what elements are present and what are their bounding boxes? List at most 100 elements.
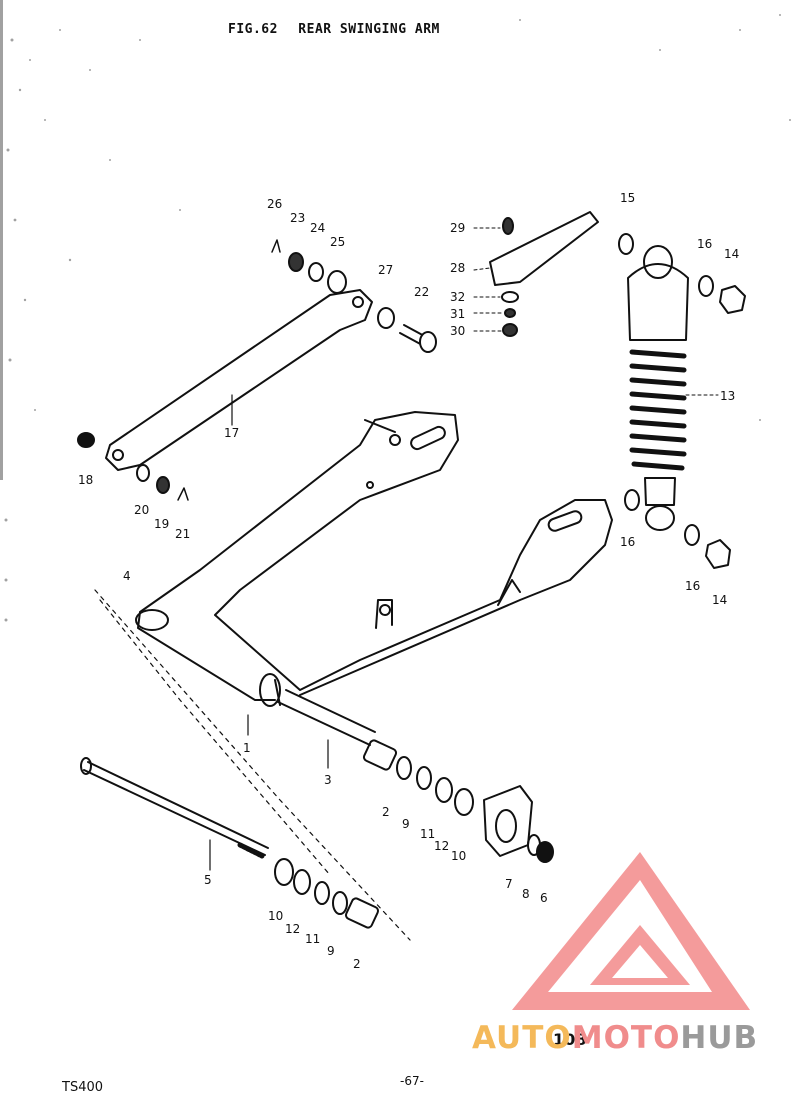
page-number: -67- (400, 1074, 424, 1088)
figure-name: REAR SWINGING ARM (298, 22, 440, 37)
bolt-upper (364, 419, 396, 433)
label-27: 27 (378, 263, 393, 277)
bracket-hole (379, 604, 391, 616)
pivot-tube-right (259, 673, 281, 707)
washer-9-upper (396, 756, 412, 780)
label-16-mid: 16 (620, 535, 635, 549)
washer-27 (377, 307, 395, 329)
watermark-logo (512, 852, 750, 1010)
cotter-pin-21 (177, 487, 189, 501)
bushing-11-lower (314, 881, 330, 905)
bushing-11-upper (416, 766, 432, 790)
torque-link-17 (105, 289, 373, 471)
bushing-2-lower (344, 897, 380, 929)
label-10-lower: 10 (268, 909, 283, 923)
label-2-lower: 2 (353, 957, 361, 971)
label-29: 29 (450, 221, 465, 235)
label-31: 31 (450, 307, 465, 321)
mount-hole-upper (389, 434, 401, 446)
brand-hub: HUB (680, 1020, 759, 1056)
label-21: 21 (175, 527, 190, 541)
mount-hole-mid (366, 481, 374, 489)
label-16-bottom: 16 (685, 579, 700, 593)
bolt-thread-5 (237, 842, 265, 859)
washer-16-bottom (684, 524, 700, 546)
label-16-top: 16 (697, 237, 712, 251)
bracket-28 (489, 211, 599, 286)
shock-top-eye (643, 245, 673, 279)
brand-auto: AUTO (472, 1020, 572, 1056)
washer-24 (308, 262, 324, 282)
washer-15 (618, 233, 634, 255)
axle-slot (547, 510, 583, 532)
watermark-brand-text: AUTOMOTOHUB (472, 1020, 758, 1056)
nut-6 (536, 841, 554, 863)
nut-30 (502, 323, 518, 337)
label-5: 5 (204, 873, 212, 887)
torque-link-hole-front (112, 449, 124, 461)
washer-12-upper (435, 777, 453, 803)
nut-14-top (719, 285, 746, 314)
washer-16-top (698, 275, 714, 297)
swinging-arm (137, 411, 613, 706)
book-page-number: 108 (553, 1030, 587, 1049)
brand-moto: MOTO (571, 1020, 681, 1056)
label-26: 26 (267, 197, 282, 211)
bracket (375, 599, 393, 629)
label-28: 28 (450, 261, 465, 275)
bolt-22-head (419, 331, 437, 353)
label-24: 24 (310, 221, 325, 235)
cotter-pin-26 (271, 239, 281, 253)
leader-28 (473, 267, 491, 271)
washer-32 (501, 291, 519, 303)
label-6: 6 (540, 891, 548, 905)
guide-line-left (94, 589, 411, 941)
guide-line-left-2 (99, 599, 331, 876)
scan-noise (0, 0, 791, 622)
washer-10-upper (454, 788, 474, 816)
pivot-bolt-5 (83, 761, 269, 856)
bolt-head-5 (80, 757, 92, 775)
washer-31 (504, 308, 516, 318)
washer-12-lower (293, 869, 311, 895)
shock-body (627, 263, 689, 341)
torque-link-hole-rear (352, 296, 364, 308)
swinging-arm-assembly (77, 211, 746, 941)
washer-25 (327, 270, 347, 294)
nut-19 (156, 476, 170, 494)
label-3: 3 (324, 773, 332, 787)
bolt-29 (502, 217, 514, 235)
label-13: 13 (720, 389, 735, 403)
label-18: 18 (78, 473, 93, 487)
label-12-upper: 12 (434, 839, 449, 853)
washer-10-lower (274, 858, 294, 886)
shock-bottom-eye (645, 505, 675, 531)
label-11-lower: 11 (305, 932, 320, 946)
label-20: 20 (134, 503, 149, 517)
label-23: 23 (290, 211, 305, 225)
bushing-2-upper (362, 739, 398, 771)
label-14-bottom: 14 (712, 593, 727, 607)
washer-16-mid (624, 489, 640, 511)
upper-mount-slot (410, 425, 446, 451)
label-15: 15 (620, 191, 635, 205)
label-4: 4 (123, 569, 131, 583)
label-7: 7 (505, 877, 513, 891)
label-12-lower: 12 (285, 922, 300, 936)
label-9-lower: 9 (327, 944, 335, 958)
model-code: TS400 (62, 1080, 104, 1095)
shock-spring (629, 349, 687, 471)
cap-7-face (495, 809, 517, 843)
nut-14-bottom (705, 539, 731, 569)
figure-title: FIG.62 REAR SWINGING ARM (228, 22, 452, 37)
label-10-upper: 10 (451, 849, 466, 863)
shock-lower-body (644, 477, 676, 506)
label-22: 22 (414, 285, 429, 299)
label-32: 32 (450, 290, 465, 304)
chain-guide (497, 579, 521, 606)
washer-9-lower (332, 891, 348, 915)
washer-20 (136, 464, 150, 482)
cap-7 (483, 785, 533, 857)
